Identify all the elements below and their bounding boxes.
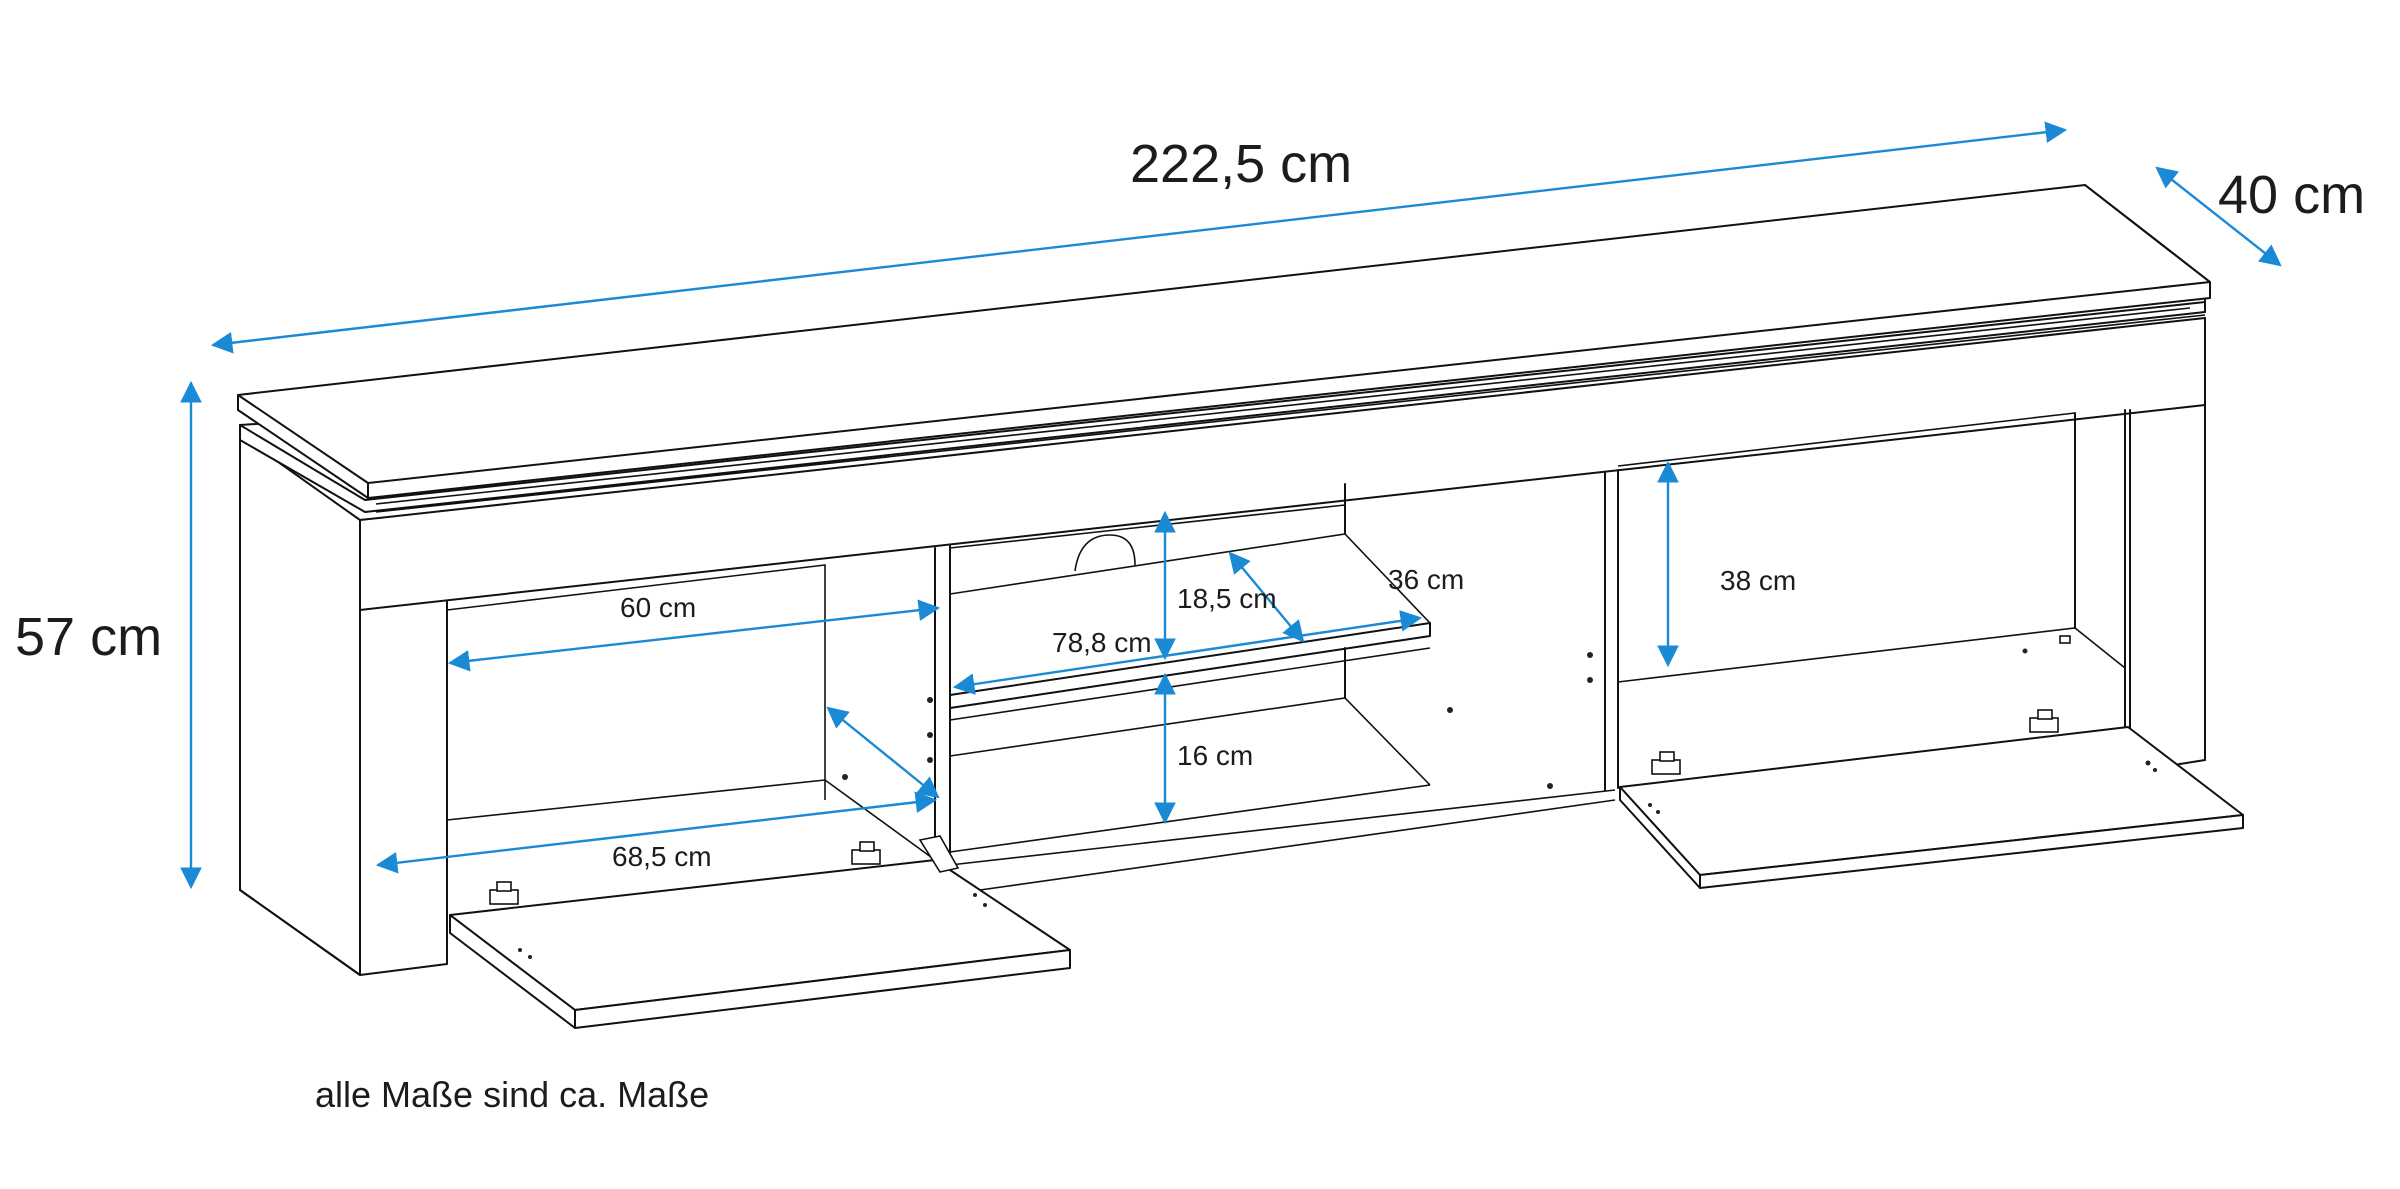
left-side-panel [239,434,361,976]
dim-arrow-depth [2155,166,2282,267]
right-flap-door [1619,726,2244,889]
middle-right-divider [1604,469,1619,791]
left-compartment [446,545,951,861]
hinge-icon [1651,751,1681,775]
label-right-height: 38 cm [1720,565,1797,596]
label-middle-width: 78,8 cm [1052,627,1152,658]
label-shelf-depth: 36 cm [1388,564,1465,595]
dim-arrow-36 [1228,551,1305,643]
cable-hole [1074,534,1136,572]
dimension-arrows [180,121,2282,890]
middle-compartment [949,483,1616,891]
hinge-icon [2029,709,2059,733]
dim-arrow-68-5 [375,791,938,874]
label-overall-depth: 40 cm [2218,165,2366,225]
label-left-door-width: 68,5 cm [612,841,712,872]
label-overall-width: 222,5 cm [1130,134,1353,194]
dim-arrow-left-depth [826,706,940,799]
footnote-approximate-dimensions: alle Maße sind ca. Maße [315,1074,710,1115]
dim-arrow-width [210,121,2068,354]
label-upper-height: 18,5 cm [1177,583,1277,614]
dim-arrow-78-8 [952,610,1423,695]
dim-arrow-60 [447,599,941,672]
label-overall-height: 57 cm [15,607,163,667]
hinge-icon [489,881,519,905]
left-flap-door [449,859,1071,1029]
label-lower-height: 16 cm [1177,740,1254,771]
right-compartment [1617,409,2206,773]
front-apron [359,317,2206,761]
hinge-icon [851,841,881,865]
label-left-inner-width: 60 cm [620,592,697,623]
